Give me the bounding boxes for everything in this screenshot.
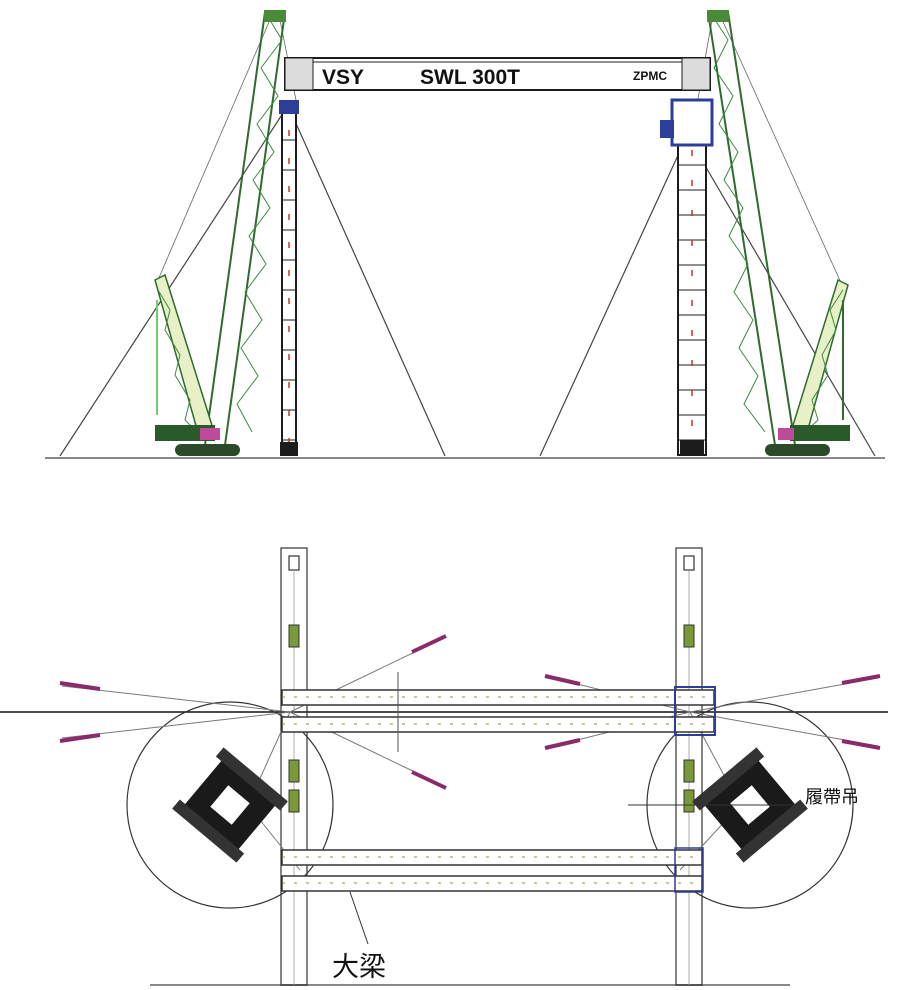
node-l2: [288, 759, 300, 783]
anchor-l3: [411, 634, 447, 654]
runway-columns: [280, 547, 703, 986]
label-girder: 大梁: [332, 952, 386, 983]
left-crawler-cab: [207, 782, 253, 828]
anchor-r2: [841, 739, 881, 750]
boom-line-left: [157, 14, 273, 281]
crawler-label-leader-2: [781, 804, 801, 816]
node-r1: [683, 624, 695, 648]
main-beam-left-end: [284, 57, 314, 91]
right-tower-base: [680, 440, 704, 456]
guy-cable-right-outer: [689, 139, 876, 457]
right-crawler-track-b: [735, 799, 808, 863]
anchor-r3: [544, 674, 581, 686]
plan-view: 履帶吊 大梁: [0, 547, 888, 986]
upper-girder-pair: [281, 672, 716, 752]
right-luffing-jib: [789, 278, 849, 441]
left-crawler-track: [175, 444, 240, 456]
plan-cable-l2: [61, 711, 291, 739]
node-r3: [683, 789, 695, 813]
anchor-r4: [544, 738, 581, 750]
lower-girder-ticks: [282, 856, 702, 884]
upper-girder-end-box: [674, 686, 716, 736]
right-tower-mast: [677, 139, 707, 456]
lower-girder-pair: [281, 847, 704, 893]
right-tower-winch: [660, 120, 674, 138]
anchor-l2: [59, 733, 101, 743]
left-main-boom-lattice: [236, 11, 283, 433]
right-crane: [706, 10, 850, 456]
guy-cables: [59, 14, 876, 457]
left-crawler-track-a: [215, 747, 288, 811]
beam-text-center: SWL 300T: [420, 66, 520, 89]
plan-cable-l1: [61, 685, 291, 713]
main-beam-right-end: [681, 57, 711, 91]
right-tower: [660, 98, 714, 456]
right-crane-body: [790, 425, 850, 441]
right-crawler-track: [765, 444, 830, 456]
anchor-l1: [59, 681, 101, 691]
left-crane-counterweight: [200, 428, 220, 440]
girder-label-leader: [349, 891, 369, 945]
right-crane-counterweight: [778, 428, 794, 440]
right-runway-cap: [683, 555, 695, 571]
girders: [281, 672, 716, 893]
beam-text-logo: ZPMC: [633, 69, 667, 83]
left-crane: [154, 10, 287, 456]
node-l1: [288, 624, 300, 648]
boom-line-right: [719, 14, 843, 286]
plan-anchors: [59, 634, 881, 790]
upper-girder-ticks: [282, 696, 714, 725]
runway-nodes: [288, 624, 695, 813]
node-r2: [683, 759, 695, 783]
node-l3: [288, 789, 300, 813]
left-runway-cap: [288, 555, 300, 571]
left-tower: [279, 100, 299, 456]
left-crawler-crane-plan: [172, 747, 288, 863]
guy-cable-left-inner: [289, 109, 446, 457]
right-jib-lattice: [801, 289, 844, 436]
right-tower-head: [670, 98, 714, 147]
left-boom-tip: [264, 10, 286, 22]
guy-cable-right-inner: [539, 139, 686, 457]
anchor-l4: [411, 770, 447, 790]
lower-girder-end-box: [674, 847, 704, 893]
guy-cable-left-outer: [59, 109, 286, 457]
main-beam: VSY SWL 300T ZPMC: [284, 57, 711, 91]
left-crawler-track-b: [172, 799, 245, 863]
right-boom-tip: [707, 10, 729, 22]
right-main-boom: [706, 11, 797, 446]
beam-text-left: VSY: [322, 66, 364, 89]
anchor-r1: [841, 674, 881, 685]
main-beam-body: [284, 57, 711, 91]
right-main-boom-lattice: [709, 11, 766, 433]
elevation-view: VSY SWL 300T ZPMC: [45, 10, 885, 459]
left-jib-lattice: [157, 289, 201, 436]
right-crawler-track-a: [692, 747, 765, 811]
left-tower-cap: [279, 100, 299, 114]
left-tower-base: [280, 442, 298, 456]
left-slewing-circle: [126, 701, 334, 909]
label-crawler-crane: 履帶吊: [805, 787, 859, 808]
